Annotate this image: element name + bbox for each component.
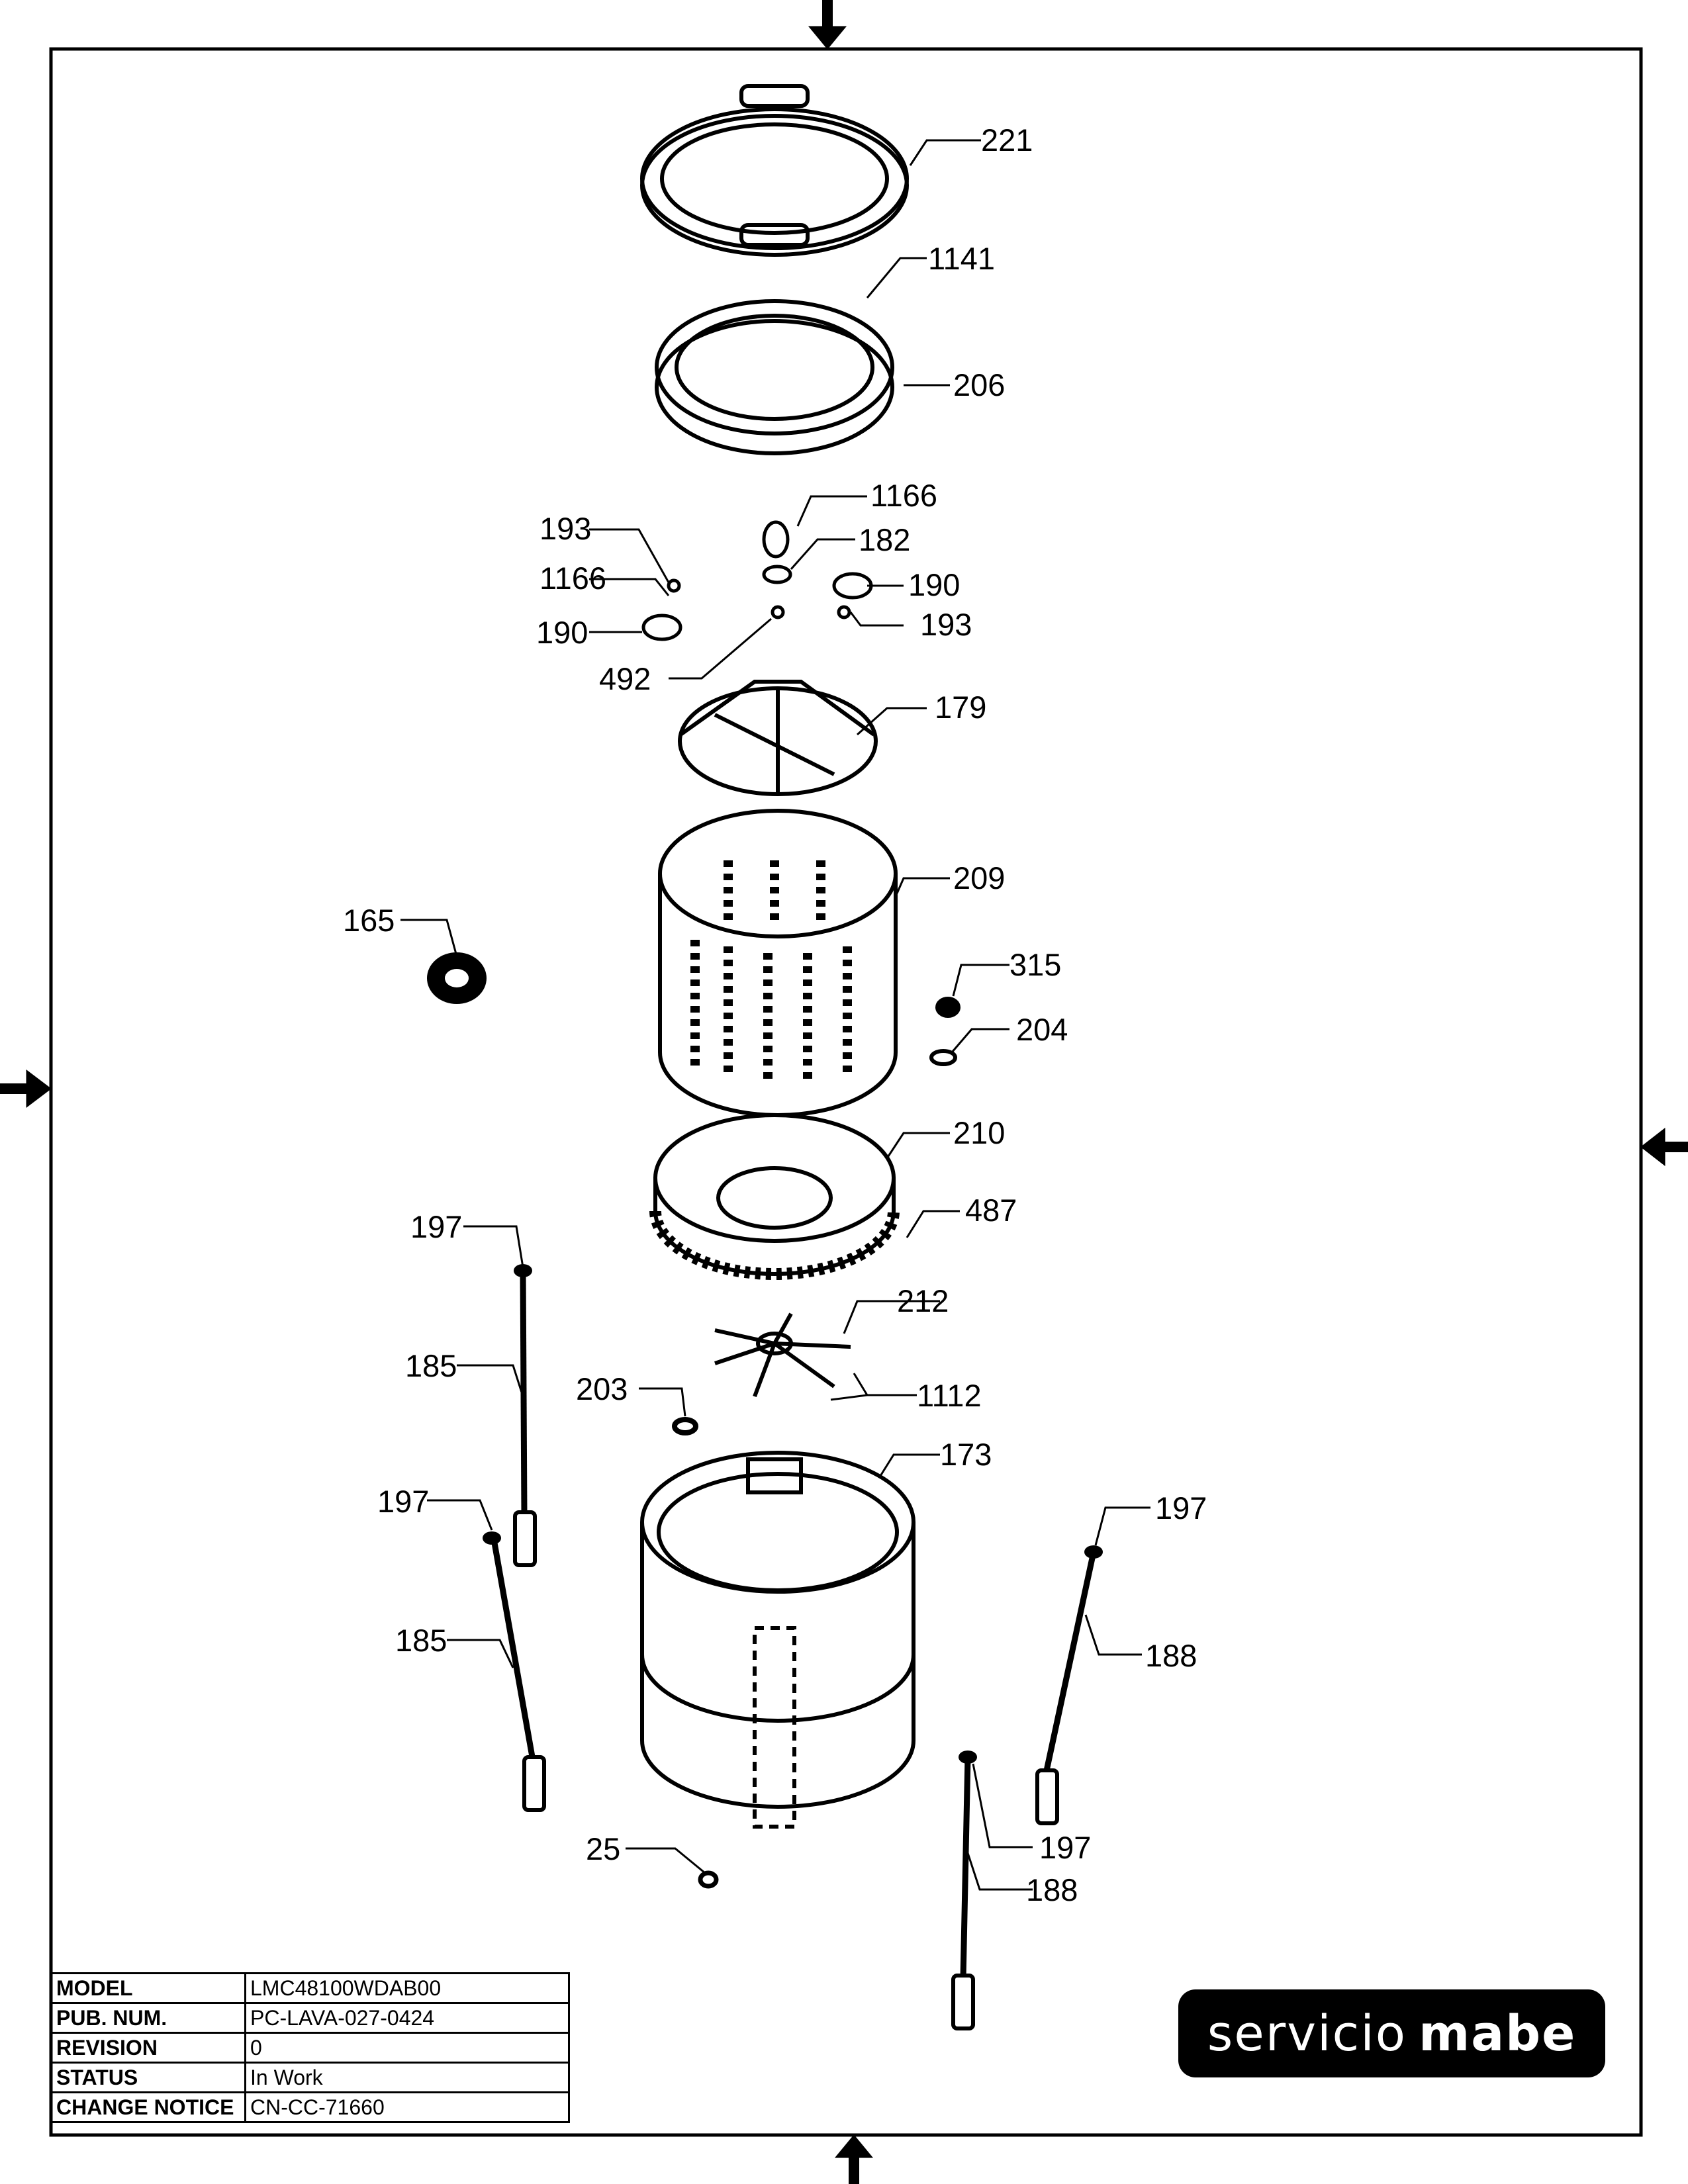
callout-165: 165 <box>343 903 395 938</box>
title-block-row: CHANGE NOTICE CN-CC-71660 <box>50 2091 570 2123</box>
drawing-border <box>49 47 1643 2137</box>
callout-188-right: 188 <box>1145 1638 1197 1673</box>
callout-212: 212 <box>897 1283 949 1318</box>
callout-173: 173 <box>940 1437 992 1472</box>
callout-1112: 1112 <box>917 1378 982 1413</box>
part-315 <box>935 997 961 1018</box>
part-179-cap <box>678 680 878 796</box>
callout-190-right: 190 <box>908 567 960 602</box>
callout-197-right: 197 <box>1155 1490 1207 1525</box>
status-label: STATUS <box>50 2062 246 2093</box>
part-165 <box>427 952 487 1004</box>
callout-492: 492 <box>599 661 651 696</box>
pub-num-value: PC-LAVA-027-0424 <box>244 2002 570 2034</box>
callout-25: 25 <box>586 1831 620 1866</box>
model-label: MODEL <box>50 1972 246 2004</box>
callout-315: 315 <box>1009 947 1061 982</box>
callout-221: 221 <box>981 122 1033 158</box>
part-203 <box>672 1417 698 1435</box>
title-block-row: STATUS In Work <box>50 2062 570 2093</box>
part-197-caps <box>483 1264 1103 1764</box>
callout-185-lower: 185 <box>395 1623 447 1658</box>
callout-182: 182 <box>859 522 910 557</box>
callout-193-right: 193 <box>920 607 972 642</box>
part-212-hub <box>714 1312 851 1398</box>
callout-188-center: 188 <box>1026 1872 1078 1907</box>
servicio-mabe-logo: servicio mabe <box>1178 1989 1605 2077</box>
callout-1166-right: 1166 <box>870 478 937 513</box>
title-block-table: MODEL LMC48100WDAB00 PUB. NUM. PC-LAVA-0… <box>50 1972 570 2123</box>
change-notice-value: CN-CC-71660 <box>244 2091 570 2123</box>
callout-487: 487 <box>965 1193 1017 1228</box>
status-value: In Work <box>244 2062 570 2093</box>
callout-209: 209 <box>953 860 1005 895</box>
part-221-ring <box>640 84 909 257</box>
part-rod-weights <box>513 1510 1059 2030</box>
part-206-ring <box>655 299 894 455</box>
title-block-row: MODEL LMC48100WDAB00 <box>50 1972 570 2004</box>
part-210-balance-ring <box>649 1113 900 1280</box>
part-25 <box>698 1870 719 1889</box>
revision-label: REVISION <box>50 2032 246 2064</box>
callout-197-left: 197 <box>377 1484 429 1519</box>
title-block-row: PUB. NUM. PC-LAVA-027-0424 <box>50 2002 570 2034</box>
callout-1166-left: 1166 <box>539 561 606 596</box>
callout-203: 203 <box>576 1371 628 1406</box>
callout-numbers: 221 1141 206 1166 182 193 1166 190 190 1… <box>343 122 1207 1907</box>
callout-197-center: 197 <box>1039 1830 1091 1865</box>
callout-204: 204 <box>1016 1012 1068 1047</box>
callout-206: 206 <box>953 367 1005 402</box>
title-block-row: REVISION 0 <box>50 2032 570 2064</box>
logo-word-servicio: servicio <box>1207 2005 1407 2062</box>
leader-lines <box>400 139 1150 1891</box>
callout-210: 210 <box>953 1115 1005 1150</box>
revision-value: 0 <box>244 2032 570 2064</box>
part-suspension-rods <box>490 1270 1097 1979</box>
pub-num-label: PUB. NUM. <box>50 2002 246 2034</box>
callout-190-left: 190 <box>536 615 588 650</box>
callout-197-upper-left: 197 <box>410 1209 462 1244</box>
model-value: LMC48100WDAB00 <box>244 1972 570 2004</box>
part-209-basket <box>658 809 898 1117</box>
logo-word-mabe: mabe <box>1419 2005 1577 2062</box>
callout-1141: 1141 <box>928 241 995 276</box>
callout-185-upper: 185 <box>405 1348 457 1383</box>
part-204 <box>929 1049 957 1066</box>
callout-193-left: 193 <box>539 511 591 546</box>
callout-179: 179 <box>935 690 986 725</box>
change-notice-label: CHANGE NOTICE <box>50 2091 246 2123</box>
part-173-tub <box>640 1451 915 1829</box>
